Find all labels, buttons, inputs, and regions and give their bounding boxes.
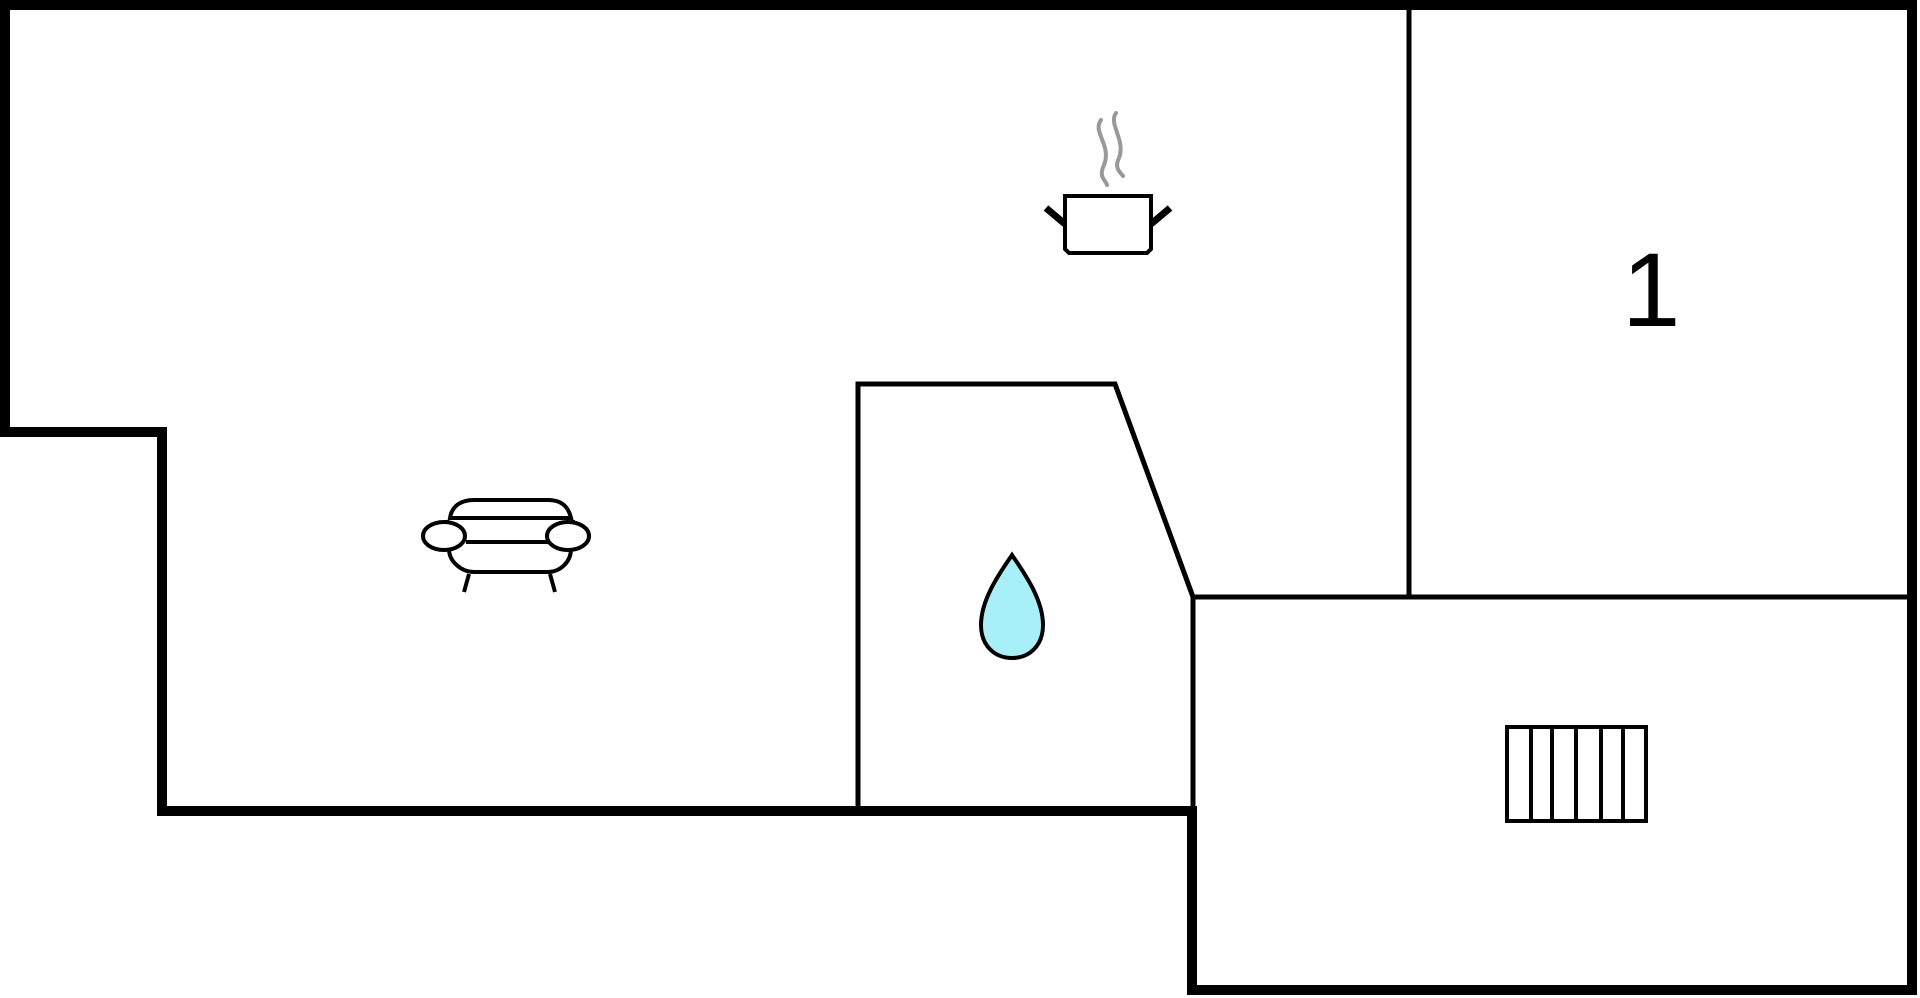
cooking-pot-icon: [1043, 111, 1173, 255]
radiator-icon: [1505, 725, 1648, 823]
bedroom-number-label: 1: [1622, 232, 1681, 349]
water-drop-icon: [978, 551, 1046, 661]
sofa-icon: [421, 498, 591, 593]
bathroom-wall: [855, 381, 1196, 811]
